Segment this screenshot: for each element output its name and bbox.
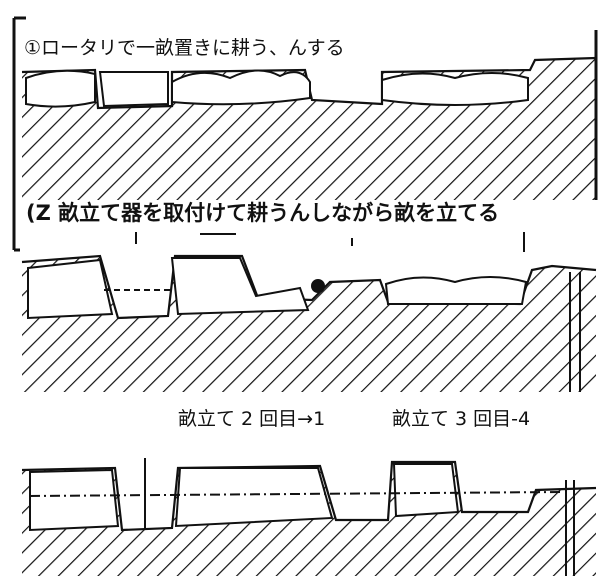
step3-label-right: 畝立て 3 回目-4 <box>392 408 531 430</box>
stage3-marks <box>29 458 575 576</box>
stage2-soil-profile <box>21 254 597 392</box>
stage2-marks <box>104 232 581 392</box>
step2-caption: (Z 畝立て器を取付けて耕うんしながら畝を立てる <box>26 201 500 225</box>
step3-label-left: 畝立て 2 回目→1 <box>178 408 326 430</box>
stage1-tilled-clods <box>25 69 529 108</box>
stage3-ridges <box>29 463 460 532</box>
stage2-ridges <box>27 257 528 320</box>
step1-caption: ①ロータリで一畝置きに耕う、んする <box>24 37 345 59</box>
